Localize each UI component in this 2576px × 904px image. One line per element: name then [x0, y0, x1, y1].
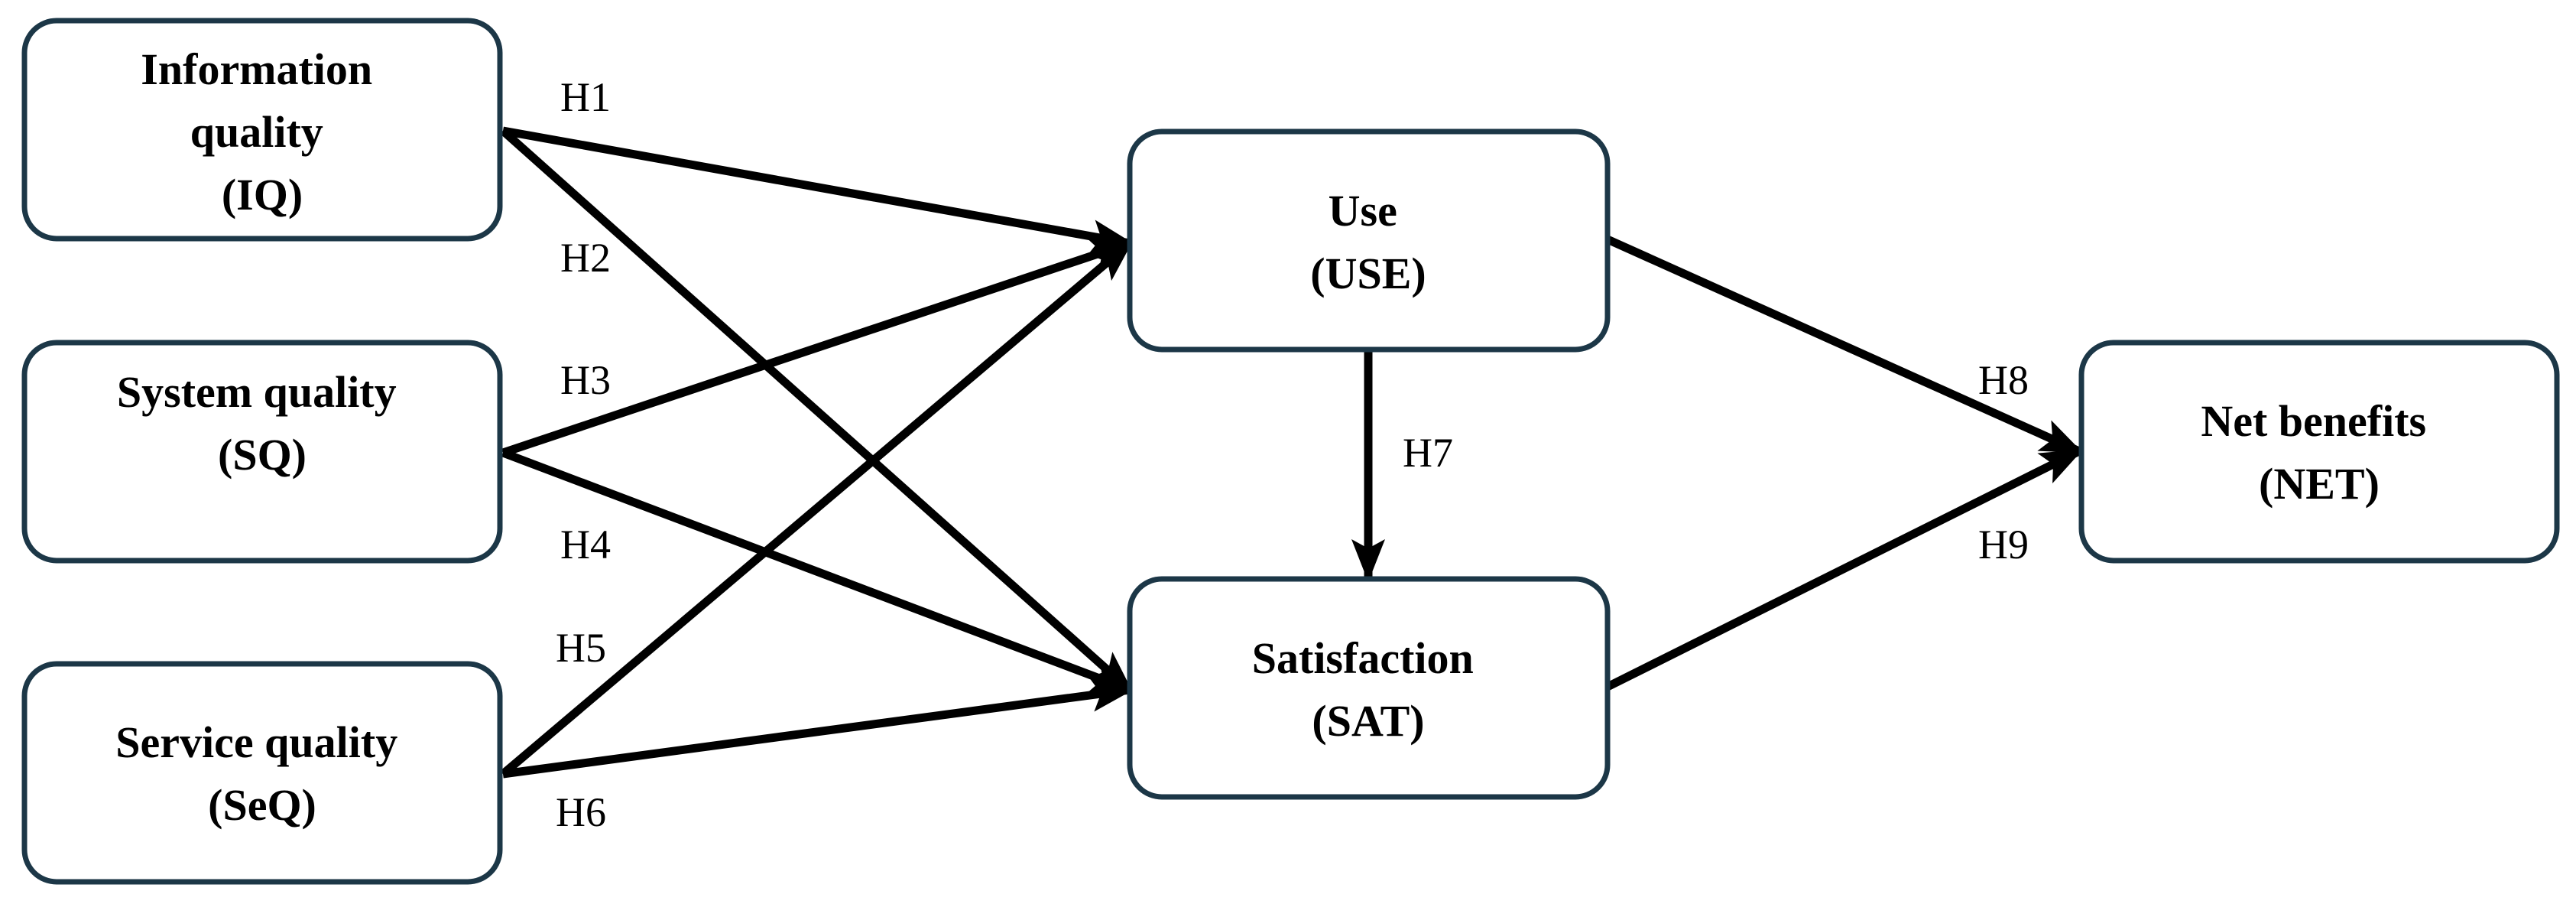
node-sq-box	[21, 340, 503, 564]
node-sq-line-1: System quality	[117, 367, 397, 417]
edge-label-h9: H9	[1978, 522, 2029, 567]
node-iq-line-1: Information	[141, 44, 372, 94]
node-seq-line-1: Service quality	[115, 717, 397, 767]
edge-h2	[500, 127, 1134, 694]
node-sq: System quality (SQ)	[21, 340, 503, 564]
node-sat-label: Satisfaction (SAT)	[1252, 633, 1485, 746]
node-sat-line-2: (SAT)	[1312, 696, 1424, 746]
node-seq-line-2: (SeQ)	[208, 780, 316, 830]
node-use-line-1: Use	[1329, 186, 1397, 236]
edge-h8	[1605, 235, 2084, 456]
edge-h3	[501, 239, 1134, 457]
node-sat-line-1: Satisfaction	[1252, 633, 1474, 683]
node-seq-box	[21, 661, 503, 885]
node-iq: Information quality (IQ)	[21, 18, 503, 242]
edge-label-h7: H7	[1403, 430, 1453, 476]
edges	[500, 126, 2084, 779]
node-iq-line-2: quality	[190, 107, 323, 157]
node-use-line-2: (USE)	[1310, 249, 1426, 298]
edge-label-h6: H6	[556, 789, 606, 835]
edge-h9	[1605, 447, 2084, 691]
node-net: Net benefits (NET)	[2078, 340, 2560, 564]
node-iq-box	[21, 18, 503, 242]
node-sat: Satisfaction (SAT)	[1127, 576, 1611, 800]
edge-label-h3: H3	[560, 357, 611, 403]
node-sq-line-2: (SQ)	[218, 430, 307, 480]
node-sq-label: System quality (SQ)	[117, 367, 407, 480]
edge-h1	[502, 126, 1134, 253]
node-net-label: Net benefits (NET)	[2201, 396, 2437, 509]
node-sat-box	[1127, 576, 1611, 800]
edge-label-h8: H8	[1978, 357, 2029, 403]
node-use-box	[1127, 128, 1611, 353]
edge-h4	[501, 448, 1134, 694]
node-net-line-2: (NET)	[2259, 459, 2380, 509]
node-net-line-1: Net benefits	[2201, 396, 2426, 446]
edge-labels: H1 H2 H3 H4 H5 H6 H7 H8 H9	[556, 74, 2029, 835]
edge-h5	[500, 239, 1134, 778]
node-seq: Service quality (SeQ)	[21, 661, 503, 885]
node-seq-label: Service quality (SeQ)	[115, 717, 408, 830]
node-use: Use (USE)	[1127, 128, 1611, 353]
edge-label-h5: H5	[556, 625, 606, 671]
edge-label-h1: H1	[560, 74, 611, 120]
node-net-box	[2078, 340, 2560, 564]
node-use-label: Use (USE)	[1310, 186, 1426, 298]
node-iq-label: Information quality (IQ)	[141, 44, 383, 219]
node-iq-line-3: (IQ)	[222, 170, 303, 219]
edge-label-h4: H4	[560, 522, 611, 567]
edge-label-h2: H2	[560, 235, 611, 281]
edge-h6	[502, 678, 1134, 779]
